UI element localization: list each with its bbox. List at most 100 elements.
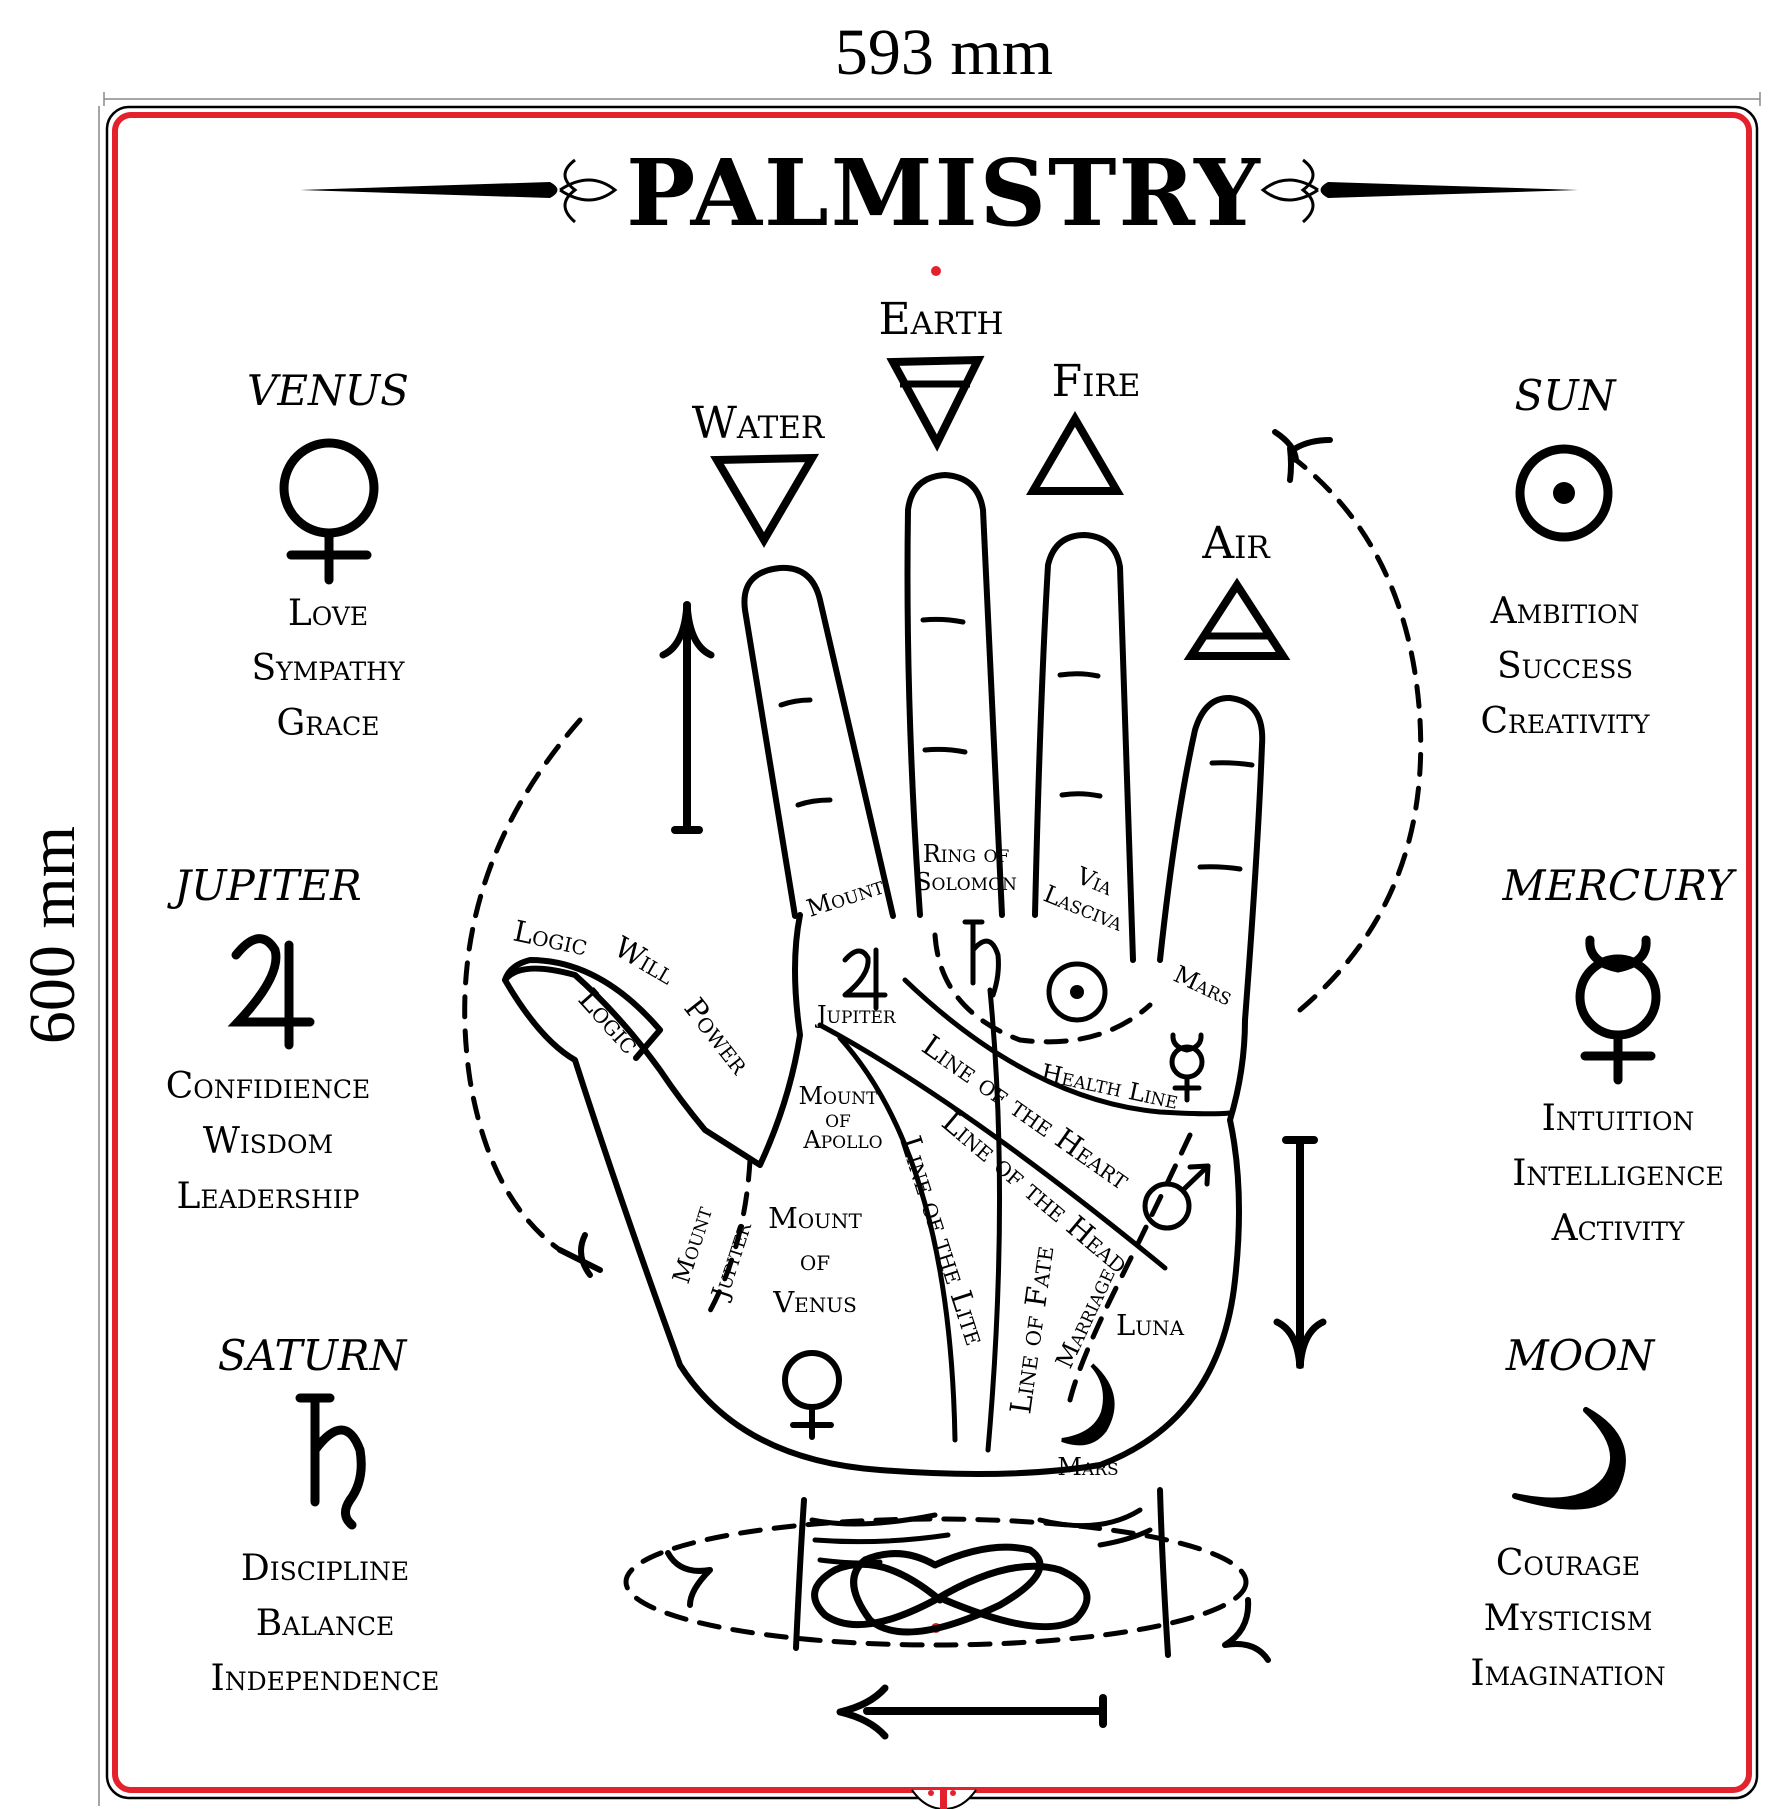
label-mount-apollo-2: of xyxy=(825,1105,851,1133)
dashed-arc-right xyxy=(1293,457,1424,1013)
ellipse-arrowhead-right xyxy=(1222,1597,1271,1663)
water-triangle-icon xyxy=(710,453,820,548)
planet-name-mercury: MERCURY xyxy=(1502,861,1738,910)
palm-outline xyxy=(502,912,1248,1477)
trait-intuition: Intuition xyxy=(1542,1098,1695,1139)
ring-finger xyxy=(1032,532,1136,963)
palm-saturn-icon xyxy=(962,919,1001,998)
arrow-down-icon xyxy=(1273,1136,1327,1369)
wrist-creases-right xyxy=(1037,1507,1153,1548)
label-will: Will xyxy=(609,930,682,992)
palm-sun-icon xyxy=(1046,961,1108,1023)
trait-confidience: Confidience xyxy=(166,1066,371,1107)
label-line-of-fate: Line of Fate xyxy=(1003,1244,1060,1416)
trait-sympathy: Sympathy xyxy=(252,648,405,689)
planet-name-venus: VENUS xyxy=(247,366,409,415)
label-mount-of-venus-3: Venus xyxy=(772,1285,857,1319)
ellipse-arrowhead-left xyxy=(665,1550,713,1608)
infinity-knot-icon xyxy=(811,1543,1091,1636)
mercury-icon xyxy=(1575,935,1661,1085)
palm-hand-illustration xyxy=(502,472,1266,1658)
planet-name-saturn: SATURN xyxy=(218,1331,408,1380)
trait-success: Success xyxy=(1497,646,1633,687)
jupiter-icon xyxy=(227,934,315,1050)
trait-mysticism: Mysticism xyxy=(1484,1598,1653,1639)
moon-icon xyxy=(1512,1407,1626,1510)
label-logic-upper: Logic xyxy=(511,914,591,963)
element-water: Water xyxy=(692,398,826,548)
width-dimension-label: 593 mm xyxy=(835,16,1053,89)
title-flourish-left xyxy=(300,158,618,224)
heart-line xyxy=(902,977,1233,1117)
planet-name-moon: MOON xyxy=(1505,1331,1656,1380)
label-mount-apollo-1: Mount xyxy=(798,1082,878,1110)
label-luna: Luna xyxy=(1116,1308,1185,1342)
little-finger xyxy=(1157,695,1266,1023)
planet-jupiter: JUPITER Confidience Wisdom Leadership xyxy=(166,861,371,1217)
title-flourish-right xyxy=(1260,158,1578,224)
venus-dashed-line xyxy=(702,1157,753,1323)
trait-independence: Independence xyxy=(211,1658,440,1699)
arc-arrowhead-left xyxy=(557,1232,603,1278)
element-name-earth: Earth xyxy=(878,294,1003,345)
planet-sun: SUN Ambition Success Creativity xyxy=(1481,371,1650,742)
trait-wisdom: Wisdom xyxy=(203,1121,333,1162)
label-logic-thumb: Logic xyxy=(572,982,647,1060)
middle-finger xyxy=(904,472,1005,918)
finger-creases xyxy=(778,616,1255,872)
fate-line xyxy=(985,987,1003,1453)
arrow-left-icon xyxy=(836,1684,1107,1740)
planet-venus: VENUS Love Sympathy Grace xyxy=(247,366,409,744)
palm-venus-icon xyxy=(782,1350,842,1440)
earth-triangle-icon xyxy=(886,355,985,452)
venus-icon xyxy=(279,438,379,585)
trait-discipline: Discipline xyxy=(241,1548,409,1589)
planet-saturn: SATURN Discipline Balance Independence xyxy=(211,1331,440,1699)
wrist-right xyxy=(1157,1487,1171,1658)
planet-name-sun: SUN xyxy=(1515,371,1617,420)
trait-courage: Courage xyxy=(1496,1543,1640,1584)
label-mars-pinky: Mars xyxy=(1169,960,1236,1011)
trait-leadership: Leadership xyxy=(177,1176,360,1217)
element-name-water: Water xyxy=(692,398,826,449)
thumb-tip xyxy=(502,957,663,1061)
planet-name-jupiter: JUPITER xyxy=(166,861,361,910)
air-triangle-icon xyxy=(1183,577,1291,660)
label-mount-index: Mount xyxy=(803,871,887,922)
label-jupiter-left: Jupiter xyxy=(705,1217,757,1304)
head-line xyxy=(817,1022,1168,1271)
palm-mercury-icon xyxy=(1169,1032,1205,1103)
element-earth: Earth xyxy=(878,294,1004,452)
label-mount-of-venus-2: of xyxy=(800,1243,830,1277)
arrow-up-icon xyxy=(659,601,715,834)
wrist-left xyxy=(793,1497,807,1651)
label-power: Power xyxy=(677,991,757,1081)
palm-moon-icon xyxy=(1061,1363,1115,1446)
trait-ambition: Ambition xyxy=(1490,591,1640,632)
trait-grace: Grace xyxy=(276,703,379,744)
trait-creativity: Creativity xyxy=(1481,701,1650,742)
bottom-hanger-notch xyxy=(911,1788,977,1809)
page-title: PALMISTRY xyxy=(626,139,1262,247)
label-mars-lower: Mars xyxy=(1057,1453,1118,1481)
sun-icon xyxy=(1515,444,1613,542)
arc-arrowhead-right xyxy=(1272,429,1333,483)
dashed-arc-left xyxy=(462,717,583,1253)
label-solomon: Solomon xyxy=(915,868,1017,896)
element-air: Air xyxy=(1183,518,1291,660)
life-line xyxy=(837,1035,958,1443)
label-ring-of: Ring of xyxy=(923,840,1010,868)
trait-imagination: Imagination xyxy=(1470,1653,1665,1694)
trait-love: Love xyxy=(288,593,368,634)
fire-triangle-icon xyxy=(1026,411,1124,495)
planet-moon: MOON Courage Mysticism Imagination xyxy=(1470,1331,1665,1694)
trait-intelligence: Intelligence xyxy=(1512,1153,1724,1194)
center-marker-top xyxy=(931,266,941,276)
trait-activity: Activity xyxy=(1551,1208,1685,1249)
saturn-dashed-line xyxy=(932,932,1153,1045)
element-name-air: Air xyxy=(1201,518,1271,569)
saturn-icon xyxy=(295,1393,366,1530)
planet-mercury: MERCURY Intuition Intelligence Activity xyxy=(1502,861,1738,1249)
label-mount-apollo-3: Apollo xyxy=(802,1126,882,1154)
label-health-line: Health Line xyxy=(1039,1058,1181,1114)
